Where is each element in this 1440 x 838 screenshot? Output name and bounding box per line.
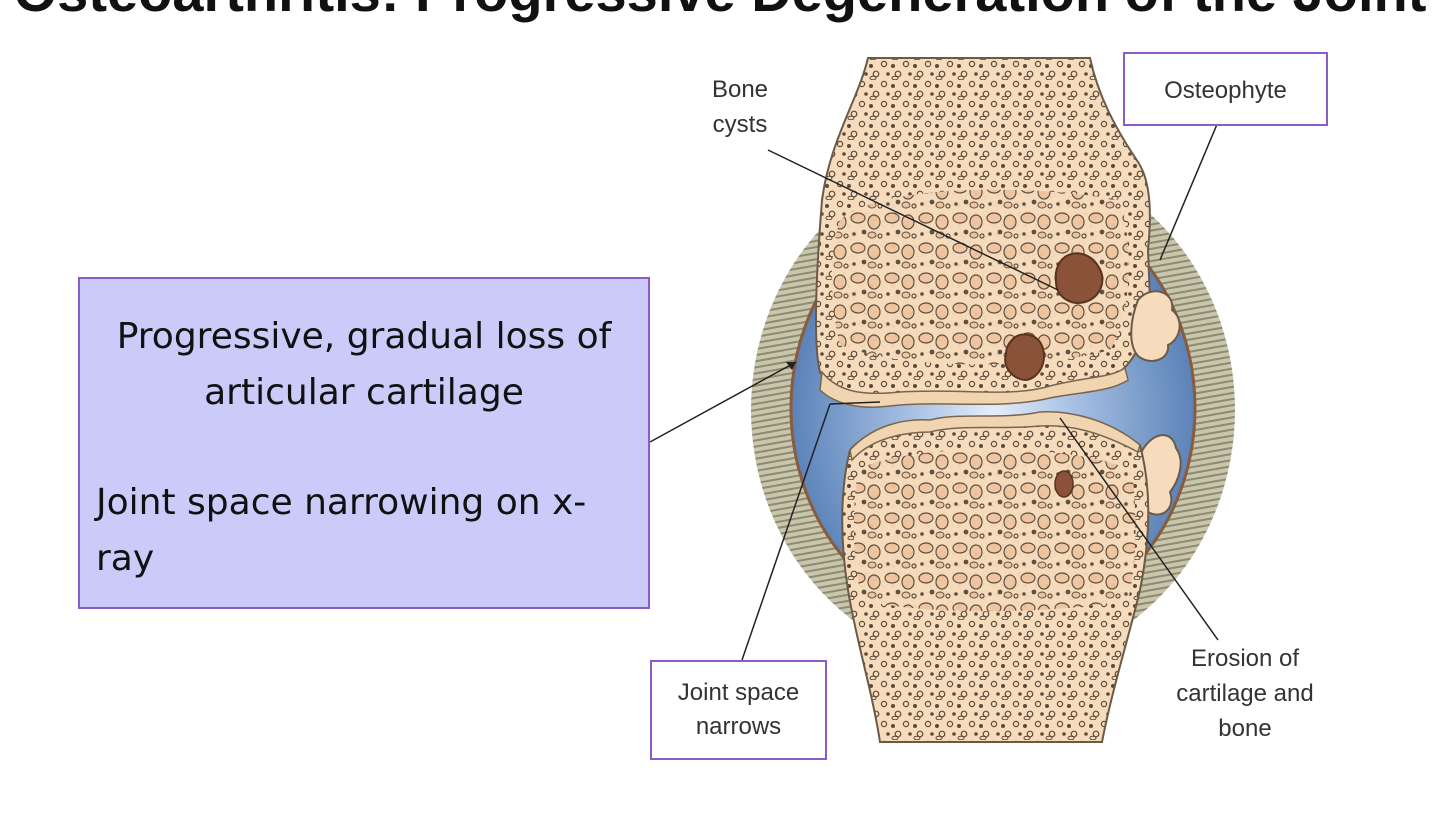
callout-joint-space-text: Joint space narrowing on x-ray bbox=[96, 482, 587, 579]
osteophyte-upper bbox=[1130, 290, 1181, 362]
label-osteophyte: Osteophyte bbox=[1123, 52, 1328, 126]
bone-cyst-large bbox=[1054, 252, 1104, 304]
callout-cartilage-loss-text: Progressive, gradual loss of articular c… bbox=[116, 316, 612, 413]
bone-cyst-small bbox=[1054, 470, 1074, 498]
callout-box: Progressive, gradual loss of articular c… bbox=[78, 277, 650, 609]
label-bone-cysts: Bone cysts bbox=[711, 76, 769, 138]
bone-cyst-central bbox=[1004, 333, 1045, 382]
label-erosion: Erosion of cartilage and bone bbox=[1176, 645, 1314, 742]
slide-title: Osteoarthritis: Progressive Degeneration… bbox=[0, 0, 1440, 22]
label-joint-space-narrows: Joint space narrows bbox=[650, 660, 827, 760]
